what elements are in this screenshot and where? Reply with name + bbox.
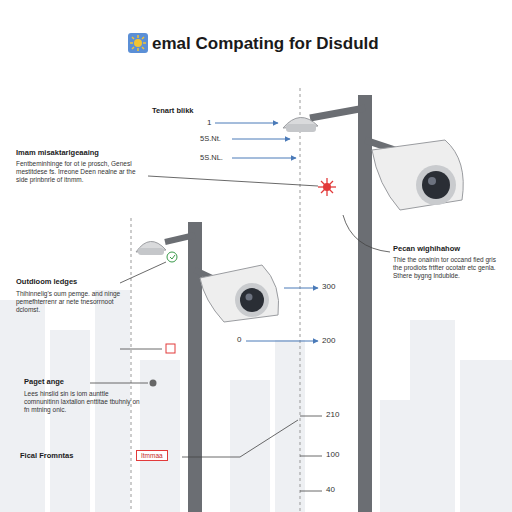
dimension-value: 300 [322,282,335,292]
note-heading: Imam misaktarlgeaaing [16,148,99,157]
callout-number: 5S.Nt. [200,134,221,143]
dimension-value: 100 [326,450,339,460]
note-body: Thie the onainin tor occand fied gris th… [393,256,503,279]
callout-title: Tenart blikk [152,106,194,115]
note-body: Lees hinslid sin is iom aunttle comnunit… [24,390,142,413]
note-heading: Paget ange [24,377,64,386]
note-heading: Outdioom ledges [16,277,77,286]
marker-tag: Itmmaa [136,450,168,461]
note-body: Fentbeminhinge for ot ie prosch, Genesl … [16,160,146,183]
callout-number: 5S.NL. [200,153,223,162]
note-body: Thihinnelig's oum pemge. and ninge pemef… [16,290,138,313]
note-heading: Fical Fromntas [20,451,73,460]
dimension-value: 40 [326,485,335,495]
dimension-value: 200 [322,336,335,346]
dimension-value: 0 [237,335,241,345]
diagram-title: emal Compating for Disduld [152,34,379,54]
tag-text: Itmmaa [141,452,163,459]
dimension-value: 210 [326,410,339,420]
note-heading: Pecan wighihahow [393,244,460,253]
callout-number: 1 [207,118,211,128]
